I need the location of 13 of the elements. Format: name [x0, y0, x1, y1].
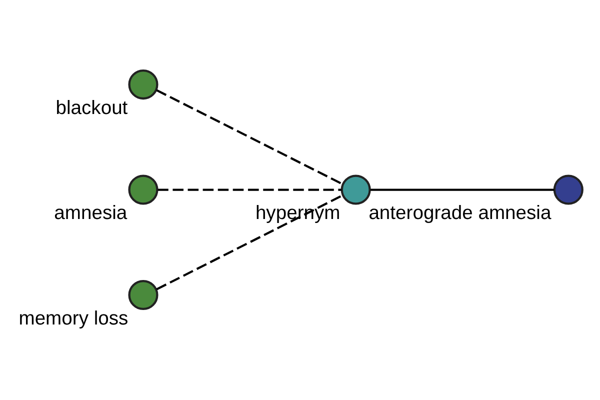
node-circle	[128, 279, 158, 310]
connector	[158, 188, 342, 190]
connector	[156, 194, 343, 290]
node-circle	[340, 174, 371, 204]
node-label: memory loss	[18, 308, 128, 329]
node-label: anterograde amnesia	[368, 202, 552, 224]
node-label: blackout	[56, 97, 128, 118]
node-label: amnesia	[54, 202, 128, 224]
connector	[370, 188, 554, 190]
node-circle	[128, 174, 158, 204]
node-circle	[553, 174, 584, 204]
connector	[156, 88, 343, 185]
node-circle	[128, 69, 158, 100]
